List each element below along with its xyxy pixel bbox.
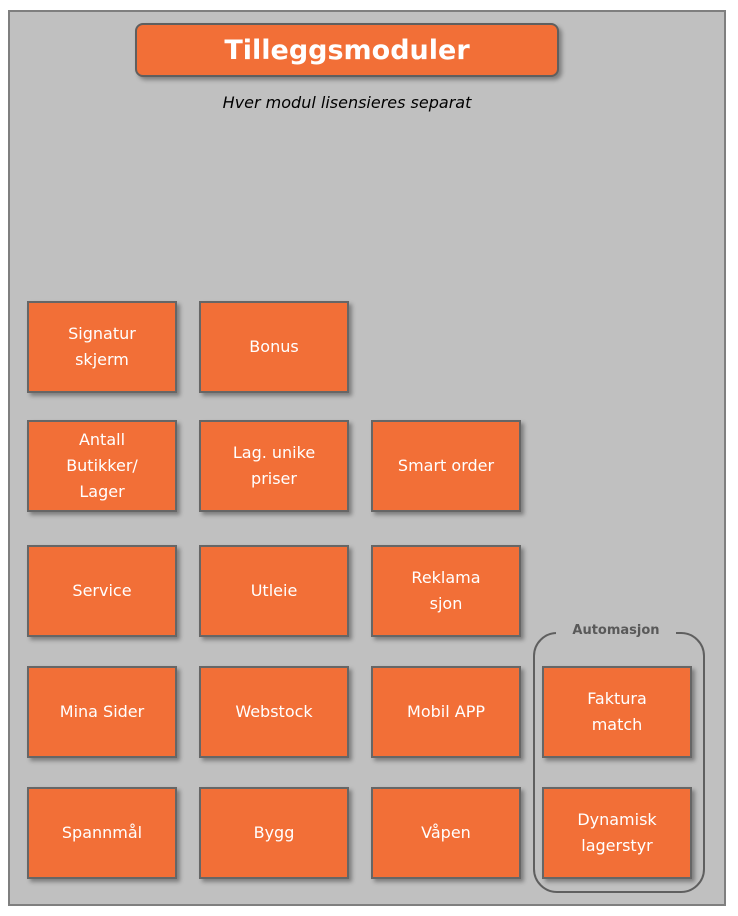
module-label: Mobil APP bbox=[407, 702, 485, 721]
module-label: Antall Butikker/ Lager bbox=[66, 430, 138, 501]
module-label: Signatur skjerm bbox=[68, 324, 136, 369]
module-label: Lag. unike priser bbox=[232, 443, 316, 488]
module-webstock: Webstock bbox=[199, 666, 349, 758]
module-vapen: Våpen bbox=[371, 787, 521, 879]
automation-group-label: Automasjon bbox=[556, 623, 676, 638]
title-box: Tilleggsmoduler bbox=[135, 23, 559, 77]
module-smart-order: Smart order bbox=[371, 420, 521, 512]
module-spannmal: Spannmål bbox=[27, 787, 177, 879]
module-faktura-match: Faktura match bbox=[542, 666, 692, 758]
module-service: Service bbox=[27, 545, 177, 637]
module-signatur-skjerm: Signatur skjerm bbox=[27, 301, 177, 393]
module-label: Reklama sjon bbox=[411, 568, 481, 613]
module-mobil-app: Mobil APP bbox=[371, 666, 521, 758]
module-label: Våpen bbox=[421, 823, 471, 842]
module-utleie: Utleie bbox=[199, 545, 349, 637]
module-antall-butikker: Antall Butikker/ Lager bbox=[27, 420, 177, 512]
module-label: Webstock bbox=[235, 702, 313, 721]
module-label: Faktura match bbox=[587, 689, 647, 734]
subtitle: Hver modul lisensieres separat bbox=[222, 93, 472, 112]
module-label: Utleie bbox=[250, 581, 298, 600]
module-label: Spannmål bbox=[61, 823, 143, 842]
module-lag-unike-priser: Lag. unike priser bbox=[199, 420, 349, 512]
module-label: Smart order bbox=[397, 456, 495, 475]
module-label: Service bbox=[72, 581, 132, 600]
module-mina-sider: Mina Sider bbox=[27, 666, 177, 758]
module-label: Bygg bbox=[253, 823, 295, 842]
module-bygg: Bygg bbox=[199, 787, 349, 879]
page-title: Tilleggsmoduler bbox=[224, 34, 470, 66]
module-dynamisk-lagerstyr: Dynamisk lagerstyr bbox=[542, 787, 692, 879]
module-label: Bonus bbox=[249, 337, 299, 356]
module-label: Dynamisk lagerstyr bbox=[577, 810, 657, 855]
module-reklamasjon: Reklama sjon bbox=[371, 545, 521, 637]
module-label: Mina Sider bbox=[59, 702, 145, 721]
module-bonus: Bonus bbox=[199, 301, 349, 393]
